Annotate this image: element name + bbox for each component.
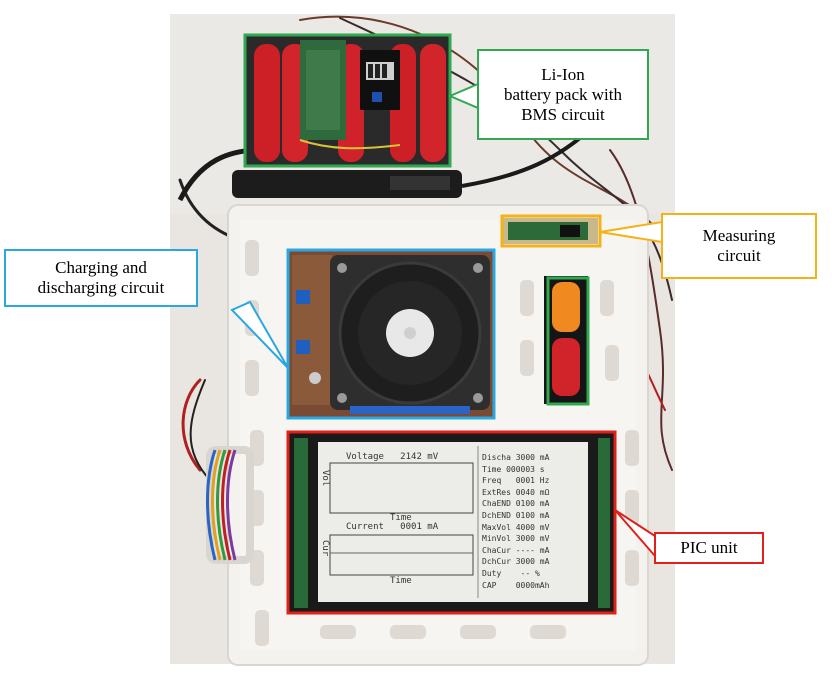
lcd-param-row: DchCur 3000 mA xyxy=(482,557,550,567)
measuring-board xyxy=(502,218,598,244)
battery-callout-line: BMS circuit xyxy=(521,104,605,124)
charging-circuit xyxy=(288,250,493,418)
lcd-voltage-title: Voltage 2142 mV xyxy=(346,452,439,462)
lcd-param-row: ChaCur ---- mA xyxy=(482,545,550,555)
lcd-time-label-1: Time xyxy=(390,513,412,523)
charging-callout-line: discharging circuit xyxy=(37,278,165,297)
single-battery-holder xyxy=(544,276,588,404)
charging-box xyxy=(286,248,496,420)
pic-unit xyxy=(288,432,614,612)
pic-box xyxy=(286,430,617,615)
lcd-param-row: MaxVol 4000 mV xyxy=(482,522,550,532)
lcd-param-row: MinVol 3000 mV xyxy=(482,534,550,544)
lcd-param-row: ExtRes 0040 mΩ xyxy=(482,487,550,497)
lcd-cur-label: Cur xyxy=(320,540,330,557)
holder-box xyxy=(546,276,590,406)
lcd-vol-label: Vol xyxy=(320,470,330,487)
charging-callout-line: Charging and xyxy=(55,258,147,277)
lcd-param-row: Duty -- % xyxy=(482,568,540,578)
lcd-current-title: Current 0001 mA xyxy=(346,522,439,532)
battery-callout-line: battery pack with xyxy=(503,84,622,104)
measuring-callout-line: Measuring xyxy=(702,226,776,245)
battery-callout: Li-Ion battery pack with BMS circuit xyxy=(477,49,649,140)
lcd-param-row: ChaEND 0100 mA xyxy=(482,499,550,509)
measuring-callout: Measuring circuit xyxy=(661,213,817,279)
battery-box xyxy=(243,33,452,168)
lcd-param-row: Time 000003 s xyxy=(482,464,545,474)
charging-callout-pointer xyxy=(230,300,289,369)
lcd-param-row: DchEND 0100 mA xyxy=(482,510,550,520)
lcd-param-row: Discha 3000 mA xyxy=(482,453,550,462)
pic-callout: PIC unit xyxy=(654,532,764,564)
battery-pack xyxy=(245,35,450,165)
battery-callout-line: Li-Ion xyxy=(541,64,585,84)
measuring-callout-line: circuit xyxy=(717,246,761,265)
lcd-param-row: CAP 0000mAh xyxy=(482,580,550,590)
lcd-time-label-2: Time xyxy=(390,576,412,586)
charging-callout: Charging and discharging circuit xyxy=(4,249,198,307)
lcd-param-row: Freq 0001 Hz xyxy=(482,476,550,486)
pic-callout-line: PIC unit xyxy=(680,538,738,557)
